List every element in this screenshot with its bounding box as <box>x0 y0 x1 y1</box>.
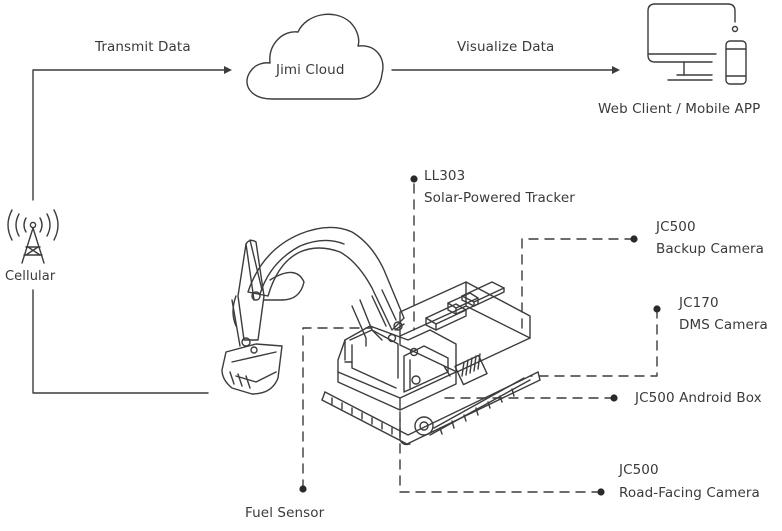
tracker-name-label: Solar-Powered Tracker <box>424 190 575 206</box>
excavator-link-line <box>32 289 209 394</box>
backup-camera-model-label: JC500 <box>656 219 696 235</box>
backup-camera-dot <box>630 235 638 243</box>
visualize-arrowhead <box>612 66 620 74</box>
visualize-line-group <box>391 66 620 74</box>
road-camera-name-label: Road-Facing Camera <box>619 485 760 501</box>
fuel-sensor-label: Fuel Sensor <box>245 505 325 521</box>
excavator-body <box>399 281 531 386</box>
tracker-dot <box>410 175 418 183</box>
android-box-label: JC500 Android Box <box>635 390 762 406</box>
visualize-data-label: Visualize Data <box>457 39 555 55</box>
callout-dots <box>299 175 661 496</box>
android-box-dot <box>610 394 618 402</box>
cloud-icon <box>246 13 384 100</box>
phone-icon <box>725 40 747 85</box>
cloud-label: Jimi Cloud <box>276 62 345 78</box>
excavator-bucket <box>221 343 283 395</box>
excavator-illustration <box>221 226 541 446</box>
tracker-model-label: LL303 <box>424 168 466 184</box>
dms-camera-callout-line <box>529 308 658 377</box>
cellular-connection-lines <box>32 66 232 394</box>
cellular-label: Cellular <box>5 269 56 284</box>
client-label: Web Client / Mobile APP <box>598 101 761 117</box>
fuel-sensor-callout-line <box>302 327 373 490</box>
cellular-tower-icon <box>7 209 59 264</box>
callout-lines <box>302 183 658 493</box>
backup-camera-callout-line <box>521 238 635 333</box>
transmit-data-label: Transmit Data <box>95 39 191 55</box>
fuel-sensor-dot <box>299 485 307 493</box>
transmit-arrowhead <box>224 66 232 74</box>
excavator-arm <box>231 239 305 347</box>
excavator-boom <box>247 226 405 347</box>
dms-camera-name-label: DMS Camera <box>679 317 768 333</box>
dms-camera-model-label: JC170 <box>679 295 719 311</box>
road-camera-dot <box>597 488 605 496</box>
excavator-tracks <box>321 371 541 446</box>
excavator-cabin <box>337 325 457 411</box>
monitor-icon <box>647 3 739 81</box>
transmit-line <box>32 69 229 201</box>
road-camera-model-label: JC500 <box>619 462 659 478</box>
dms-camera-dot <box>653 305 661 313</box>
road-camera-callout-line <box>399 411 602 493</box>
backup-camera-name-label: Backup Camera <box>656 241 765 257</box>
